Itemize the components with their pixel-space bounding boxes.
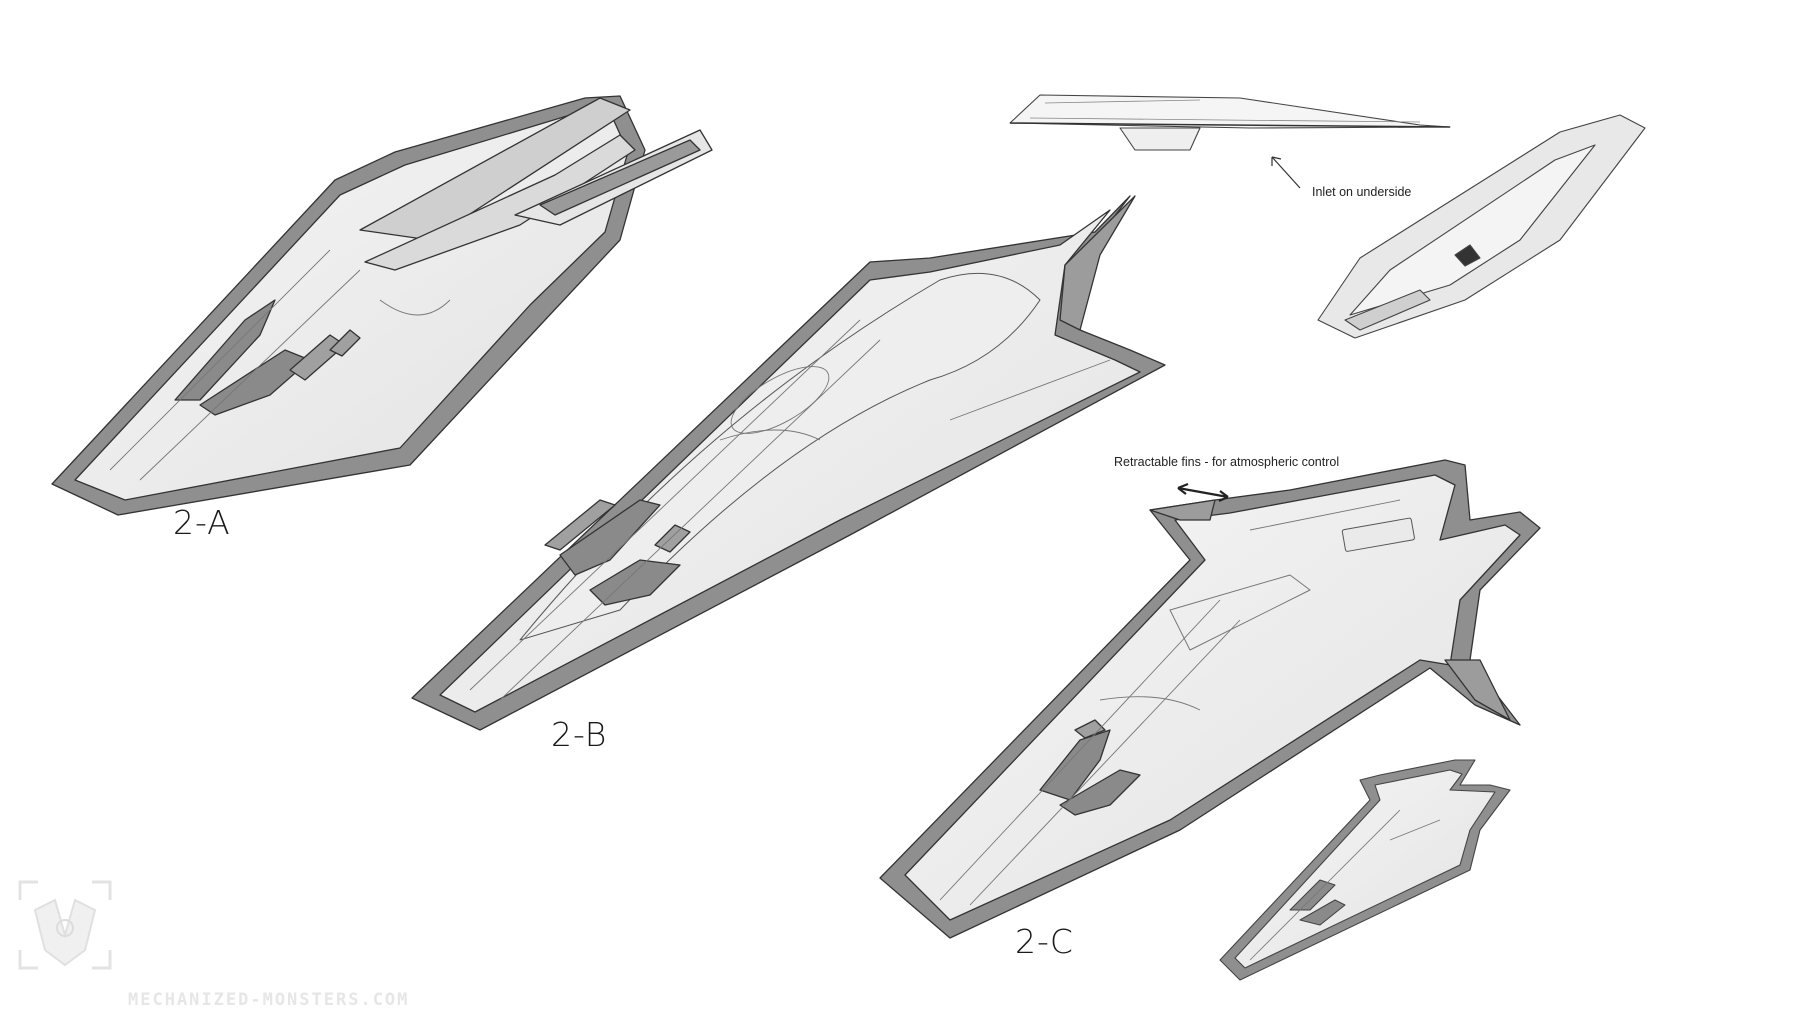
inlet-note: Inlet on underside [1312,185,1412,199]
inlet-arrow [1271,156,1301,189]
ship-2b-drawing [411,195,1166,731]
label-2b: 2-B [551,715,608,754]
label-2c: 2-C [1015,922,1074,961]
angled-view-drawing [1317,114,1646,339]
fins-note: Retractable fins - for atmospheric contr… [1114,455,1340,469]
small-ship-drawing [1219,759,1511,981]
watermark-text: MECHANIZED-MONSTERS.COM [128,990,410,1010]
ship-2a-drawing [51,95,713,516]
label-2a: 2-A [173,503,231,542]
ship-2c-drawing [879,459,1541,939]
brand-logo-mark [18,880,112,970]
fins-arrow [1177,482,1229,503]
side-profile-drawing [1009,94,1451,151]
